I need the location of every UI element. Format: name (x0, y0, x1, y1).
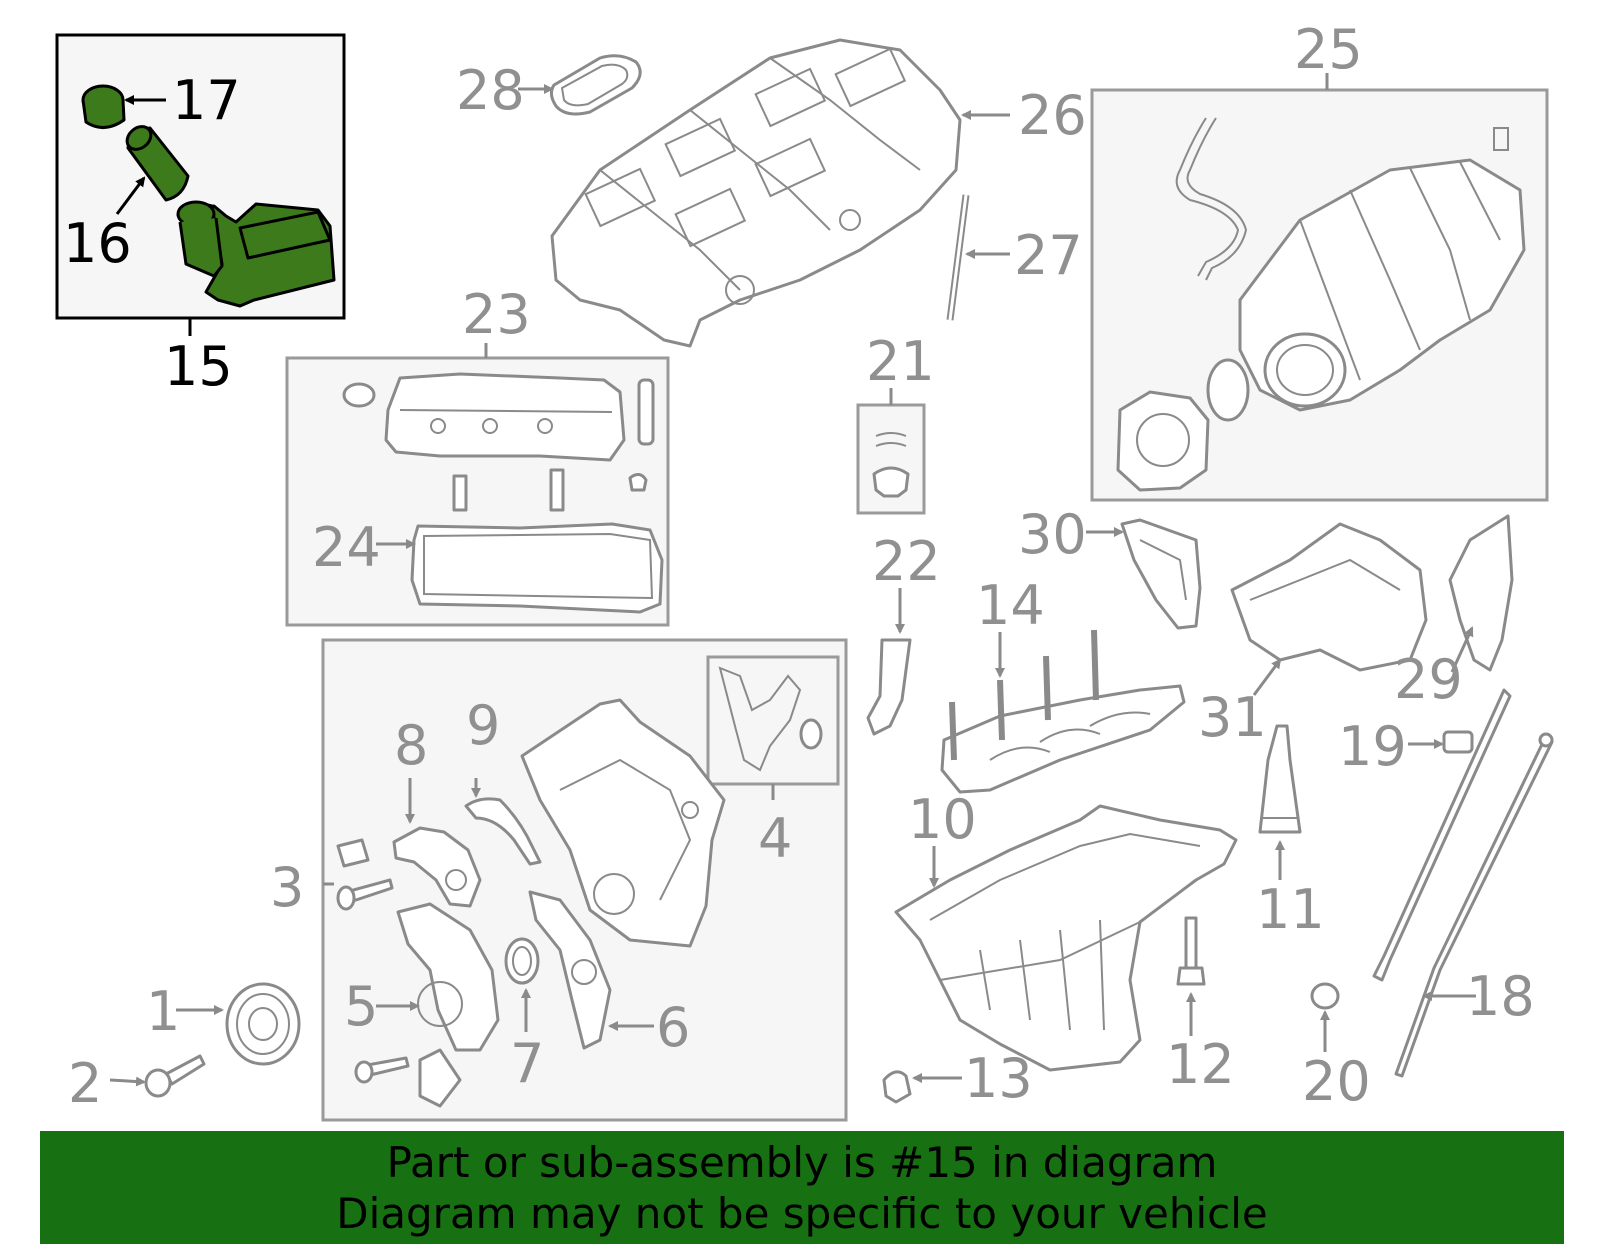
callout-5[interactable]: 5 (344, 975, 378, 1038)
part-20-o-ring[interactable]: 20 (1302, 982, 1371, 1113)
callout-7[interactable]: 7 (510, 1032, 544, 1095)
callout-28[interactable]: 28 (456, 59, 525, 122)
part-17-filter-cap[interactable] (81, 84, 126, 129)
callout-24[interactable]: 24 (312, 516, 381, 579)
callout-31[interactable]: 31 (1198, 686, 1267, 749)
callout-10[interactable]: 10 (908, 788, 977, 851)
callout-27[interactable]: 27 (1014, 224, 1083, 287)
part-18-dipstick-tube[interactable]: 18 (1372, 688, 1554, 1078)
callout-2[interactable]: 2 (68, 1052, 102, 1115)
part-11-sealant-tube[interactable]: 11 (1256, 724, 1325, 941)
part-10-oil-pan[interactable]: 10 (894, 788, 1238, 1072)
callout-15[interactable]: 15 (164, 335, 233, 398)
callout-6[interactable]: 6 (656, 996, 690, 1059)
part-14-windage-tray[interactable]: 14 (940, 574, 1186, 794)
info-banner: Part or sub-assembly is #15 in diagram D… (40, 1131, 1564, 1244)
callout-16[interactable]: 16 (63, 212, 132, 275)
callout-18[interactable]: 18 (1466, 965, 1535, 1028)
part-27-stud[interactable]: 27 (946, 194, 1083, 321)
callout-9[interactable]: 9 (466, 694, 500, 757)
part-2-pulley-bolt[interactable]: 2 (68, 1052, 206, 1115)
banner-line-1: Part or sub-assembly is #15 in diagram (386, 1138, 1218, 1187)
callout-8[interactable]: 8 (394, 714, 428, 777)
callout-30[interactable]: 30 (1018, 503, 1087, 566)
part-13-drain-plug[interactable]: 13 (882, 1047, 1033, 1110)
callout-20[interactable]: 20 (1302, 1050, 1371, 1113)
part-30-bracket[interactable]: 30 (1018, 503, 1202, 630)
part-22-oil-fill-tube[interactable]: 22 (866, 530, 941, 736)
part-31-cover[interactable]: 31 (1198, 522, 1428, 749)
callout-17[interactable]: 17 (172, 69, 241, 132)
part-15-housing-body[interactable] (176, 200, 336, 308)
callout-4[interactable]: 4 (758, 807, 792, 870)
part-12-bolt[interactable]: 12 (1166, 916, 1235, 1096)
callout-12[interactable]: 12 (1166, 1033, 1235, 1096)
callout-21[interactable]: 21 (866, 330, 935, 393)
part-1-crank-pulley[interactable]: 1 (146, 980, 301, 1066)
part-4-box (706, 655, 840, 786)
part-21-oil-cap-group[interactable]: 21 (856, 330, 935, 515)
callout-3[interactable]: 3 (270, 856, 304, 919)
callout-14[interactable]: 14 (976, 574, 1045, 637)
callout-13[interactable]: 13 (964, 1047, 1033, 1110)
callout-26[interactable]: 26 (1018, 84, 1087, 147)
banner-line-2: Diagram may not be specific to your vehi… (336, 1189, 1268, 1238)
callout-23[interactable]: 23 (462, 283, 531, 346)
part-19-dipstick-seal[interactable]: 19 (1338, 715, 1474, 778)
part-16-oil-filter-element[interactable] (123, 122, 190, 202)
callout-25[interactable]: 25 (1294, 18, 1363, 81)
part-15-oil-filter-housing-group[interactable]: 17 16 15 (55, 33, 346, 398)
callout-22[interactable]: 22 (872, 530, 941, 593)
part-23-valve-cover-group[interactable]: 23 24 (285, 283, 670, 627)
part-25-upper-intake-group[interactable]: 25 (1090, 18, 1549, 502)
callout-29[interactable]: 29 (1394, 648, 1463, 711)
part-3-timing-cover-group[interactable]: 3 4 9 8 5 (270, 638, 848, 1122)
part-28-gasket[interactable]: 28 (456, 54, 642, 122)
part-29-cover-gasket[interactable]: 29 (1394, 514, 1514, 711)
callout-1[interactable]: 1 (146, 980, 180, 1043)
callout-19[interactable]: 19 (1338, 715, 1407, 778)
part-26-lower-intake-manifold[interactable]: 26 (550, 38, 1087, 348)
callout-11[interactable]: 11 (1256, 878, 1325, 941)
